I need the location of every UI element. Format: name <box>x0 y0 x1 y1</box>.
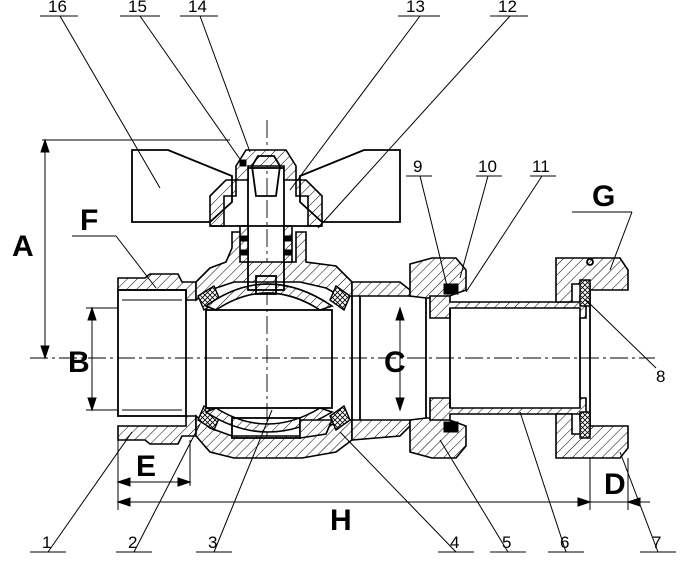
callout-14: 14 <box>188 0 207 16</box>
dimension-letters: A B C D E F G H <box>12 180 626 537</box>
dimension-label-h: H <box>330 504 352 537</box>
butterfly-handle <box>131 149 401 223</box>
dimension-label-f: F <box>80 204 98 237</box>
callout-6: 6 <box>560 533 569 552</box>
callout-5: 5 <box>502 533 511 552</box>
callout-16: 16 <box>48 0 67 16</box>
ball-part <box>204 283 334 439</box>
dimension-label-g: G <box>592 180 615 213</box>
callout-9: 9 <box>413 157 422 176</box>
dimension-lines <box>40 138 650 510</box>
callout-12: 12 <box>498 0 517 16</box>
callout-4: 4 <box>450 533 459 552</box>
union-nut <box>409 257 467 459</box>
leader-lines <box>30 15 676 553</box>
ball-seals <box>197 284 351 432</box>
callout-15: 15 <box>128 0 147 16</box>
main-body-part <box>195 231 411 459</box>
body-left-part <box>117 273 197 445</box>
dimension-label-e: E <box>136 450 156 483</box>
callout-2: 2 <box>128 533 137 552</box>
callout-13: 13 <box>406 0 425 16</box>
dimension-label-b: B <box>68 346 90 379</box>
callout-11: 11 <box>532 157 550 176</box>
callout-1: 1 <box>42 533 51 552</box>
callout-7: 7 <box>652 533 661 552</box>
callout-3: 3 <box>208 533 217 552</box>
callout-10: 10 <box>478 157 497 176</box>
callout-numbers: 16 15 14 13 12 9 10 11 8 1 2 3 4 5 6 7 <box>42 0 665 552</box>
callout-8: 8 <box>656 367 665 386</box>
dimension-label-a: A <box>12 230 34 263</box>
stem-assembly <box>209 149 323 295</box>
dimension-label-c: C <box>384 346 406 379</box>
dimension-label-d: D <box>604 468 626 501</box>
